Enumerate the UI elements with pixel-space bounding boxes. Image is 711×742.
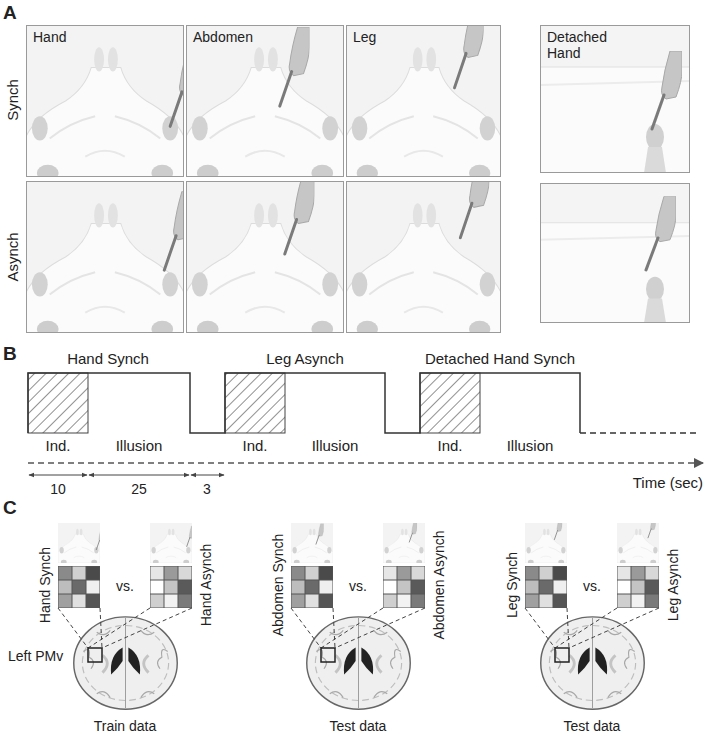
panel-letter: A: [3, 2, 17, 24]
duration-number: 25: [131, 481, 147, 497]
frame-label: Abdomen: [187, 26, 259, 48]
data-label: Train data: [94, 718, 157, 734]
phase-label: Ind.: [45, 437, 70, 454]
photo-frame: Detached Hand: [540, 25, 690, 173]
block-label: Detached Hand Synch: [425, 350, 575, 367]
phase-label: Illusion: [507, 437, 554, 454]
condition-label: Leg Synch: [504, 552, 520, 618]
phase-label: Illusion: [116, 437, 163, 454]
block-label: Leg Asynch: [266, 350, 344, 367]
duration-number: 3: [203, 481, 211, 497]
panel-letter: C: [3, 497, 17, 519]
condition-label: Hand Asynch: [198, 544, 214, 627]
panel-letter: B: [3, 343, 17, 365]
block-label: Hand Synch: [67, 350, 149, 367]
phase-label: Ind.: [437, 437, 462, 454]
frame-label: Leg: [347, 26, 382, 48]
data-label: Test data: [330, 718, 387, 734]
phase-label: Illusion: [312, 437, 359, 454]
condition-label: Hand Synch: [37, 547, 53, 623]
row-label: Asynch: [4, 232, 21, 281]
frame-label: Detached Hand: [541, 26, 639, 64]
axis-label: Time (sec): [633, 474, 703, 491]
photo-frame: Leg: [346, 25, 501, 177]
condition-label: Abdomen Synch: [270, 534, 286, 637]
versus-label: vs.: [583, 578, 601, 594]
condition-label: Abdomen Asynch: [431, 531, 447, 640]
condition-label: Leg Asynch: [665, 549, 681, 621]
versus-label: vs.: [349, 578, 367, 594]
region-label: Left PMv: [8, 648, 63, 664]
row-label: Synch: [4, 79, 21, 121]
duration-number: 10: [50, 481, 66, 497]
frame-label: Hand: [27, 26, 72, 48]
photo-frame: Abdomen: [186, 25, 344, 177]
versus-label: vs.: [116, 578, 134, 594]
data-label: Test data: [564, 718, 621, 734]
phase-label: Ind.: [242, 437, 267, 454]
photo-frame: Hand: [26, 25, 184, 177]
